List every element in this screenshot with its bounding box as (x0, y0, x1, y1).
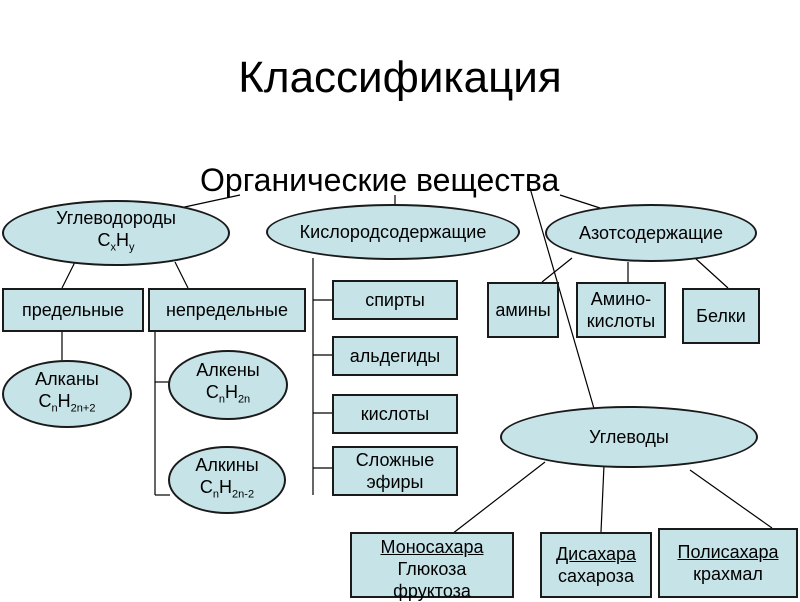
node-alkanes-formula: CnH2n+2 (38, 391, 96, 415)
node-amines: амины (487, 282, 559, 338)
diagram-root-label: Органические вещества (200, 162, 560, 198)
node-amines-label: амины (495, 300, 551, 320)
node-hydrocarbons-formula: CxHy (97, 230, 135, 254)
node-polysaccharides: Полисахара крахмал (658, 528, 798, 598)
connector-carb-di (600, 464, 605, 533)
slide-title: Классификация (238, 53, 562, 102)
node-acids-label: кислоты (360, 404, 430, 424)
node-aldehydes: альдегиды (332, 336, 458, 376)
node-alkynes-formula: CnH2n-2 (199, 477, 255, 501)
node-alkenes-label: Алкены (196, 360, 260, 381)
connector-hc-unsaturated (174, 261, 189, 289)
node-monosaccharides: Моносахара Глюкоза фруктоза (350, 532, 514, 601)
connector-hc-saturated (61, 261, 76, 289)
node-oxygen-containing-label: Кислородсодержащие (299, 222, 487, 242)
node-saturated-label: предельные (21, 300, 125, 320)
node-alkanes: Алканы CnH2n+2 (2, 360, 132, 428)
node-polysaccharides-title: Полисахара (677, 542, 779, 562)
node-proteins: Белки (682, 288, 760, 344)
node-monosaccharides-title: Моносахара (380, 537, 484, 557)
connector-carb-mono (451, 461, 546, 535)
node-alkanes-label: Алканы (35, 369, 99, 390)
connector-carb-poly (689, 469, 773, 529)
node-nitrogen-containing: Азотсодержащие (545, 204, 757, 262)
node-oxygen-containing: Кислородсодержащие (266, 204, 520, 260)
node-carbohydrates-label: Углеводы (589, 427, 669, 447)
connector-root-nitrogen (559, 194, 601, 209)
connector-nitrogen-amines (541, 257, 573, 283)
connector-nitrogen-proteins (694, 257, 729, 289)
node-unsaturated-label: непредельные (165, 300, 288, 320)
connector-root-hydrocarbons (179, 194, 241, 209)
node-carbohydrates: Углеводы (500, 406, 758, 468)
connector-root-carbohydrates (529, 187, 596, 413)
node-amino-acids-line2: кислоты (586, 311, 656, 331)
node-aldehydes-label: альдегиды (349, 346, 441, 366)
node-esters: Сложные эфиры (332, 446, 458, 496)
node-disaccharides: Дисахара сахароза (540, 532, 652, 598)
node-esters-line2: эфиры (366, 472, 424, 492)
node-disaccharides-line2: сахароза (558, 566, 634, 586)
node-alcohols: спирты (332, 280, 458, 320)
node-alcohols-label: спирты (365, 290, 425, 310)
node-saturated: предельные (2, 288, 144, 332)
node-alkynes-label: Алкины (195, 455, 259, 476)
node-alkynes: Алкины CnH2n-2 (168, 446, 286, 514)
node-hydrocarbons-label: Углеводороды (56, 208, 176, 229)
node-acids: кислоты (332, 394, 458, 434)
node-hydrocarbons: Углеводороды CxHy (2, 200, 230, 266)
node-alkenes-formula: CnH2n (205, 382, 251, 406)
node-polysaccharides-line2: крахмал (693, 564, 763, 584)
node-esters-line1: Сложные (355, 450, 435, 470)
node-monosaccharides-line3: фруктоза (393, 581, 471, 601)
node-monosaccharides-line2: Глюкоза (397, 559, 467, 579)
node-amino-acids: Амино- кислоты (576, 282, 666, 338)
node-alkenes: Алкены CnH2n (168, 350, 288, 420)
node-proteins-label: Белки (696, 306, 746, 326)
node-nitrogen-containing-label: Азотсодержащие (579, 223, 723, 243)
node-amino-acids-line1: Амино- (590, 289, 652, 309)
node-unsaturated: непредельные (148, 288, 306, 332)
node-disaccharides-title: Дисахара (555, 544, 637, 564)
